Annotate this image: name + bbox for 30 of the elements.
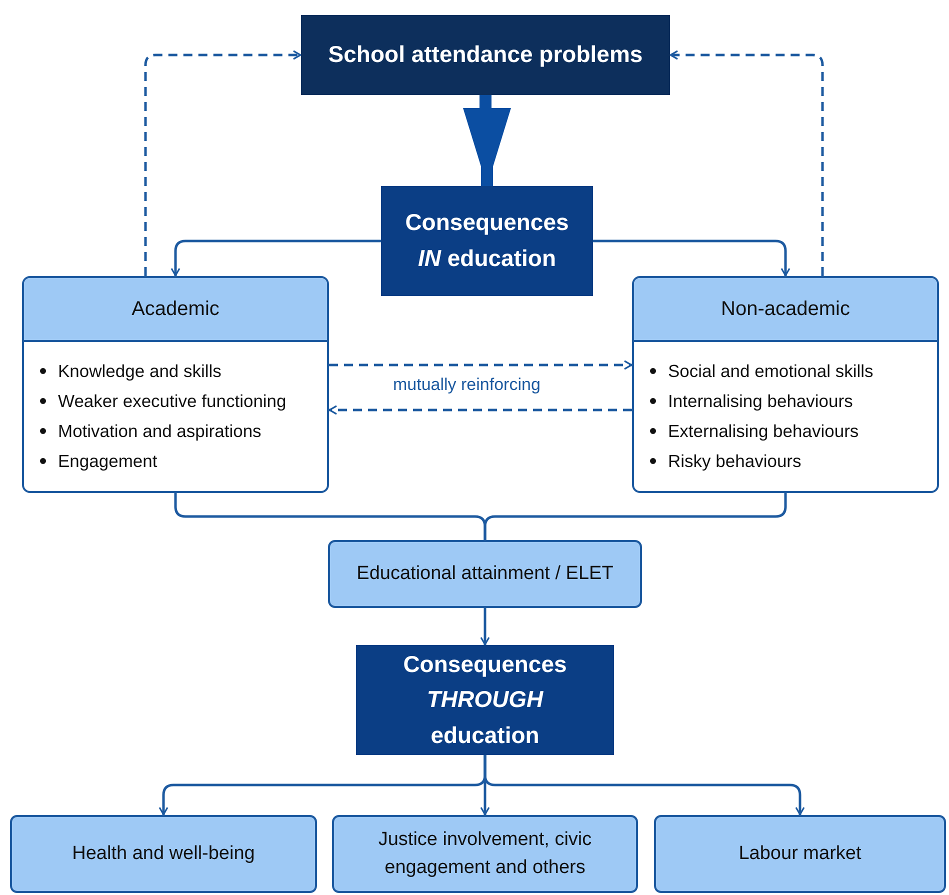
list-item: Knowledge and skills (58, 360, 222, 382)
list-item: Risky behaviours (668, 450, 802, 472)
arrow (593, 240, 790, 276)
card-heading: Non-academic (634, 278, 937, 342)
arrow (144, 50, 302, 276)
arrow (170, 240, 381, 276)
list-item: Motivation and aspirations (58, 420, 262, 442)
list-item: Internalising behaviours (668, 390, 853, 412)
arrow (329, 360, 632, 370)
list-item: Weaker executive functioning (58, 390, 286, 412)
arrow (463, 95, 511, 186)
outcome-box: Justice involvement, civic engagement and others (332, 815, 638, 893)
category-card (632, 276, 939, 493)
outcome-box: Labour market (654, 815, 946, 893)
heading-box: Consequences IN education (381, 186, 593, 296)
note-text: mutually reinforcing (393, 375, 540, 395)
outcome-box: Health and well-being (10, 815, 317, 893)
outcome-box: Educational attainment / ELET (328, 540, 642, 608)
title-box: School attendance problems (301, 15, 670, 95)
list-item: Social and emotional skills (668, 360, 874, 382)
category-card (22, 276, 329, 493)
arrow (670, 50, 824, 276)
list-item: Externalising behaviours (668, 420, 859, 442)
list-item: Engagement (58, 450, 158, 472)
arrow (484, 755, 805, 816)
card-heading: Academic (24, 278, 327, 342)
arrow (480, 608, 490, 646)
arrow (328, 405, 632, 415)
connector-line (484, 493, 787, 540)
heading-box: Consequences THROUGH education (356, 645, 614, 755)
